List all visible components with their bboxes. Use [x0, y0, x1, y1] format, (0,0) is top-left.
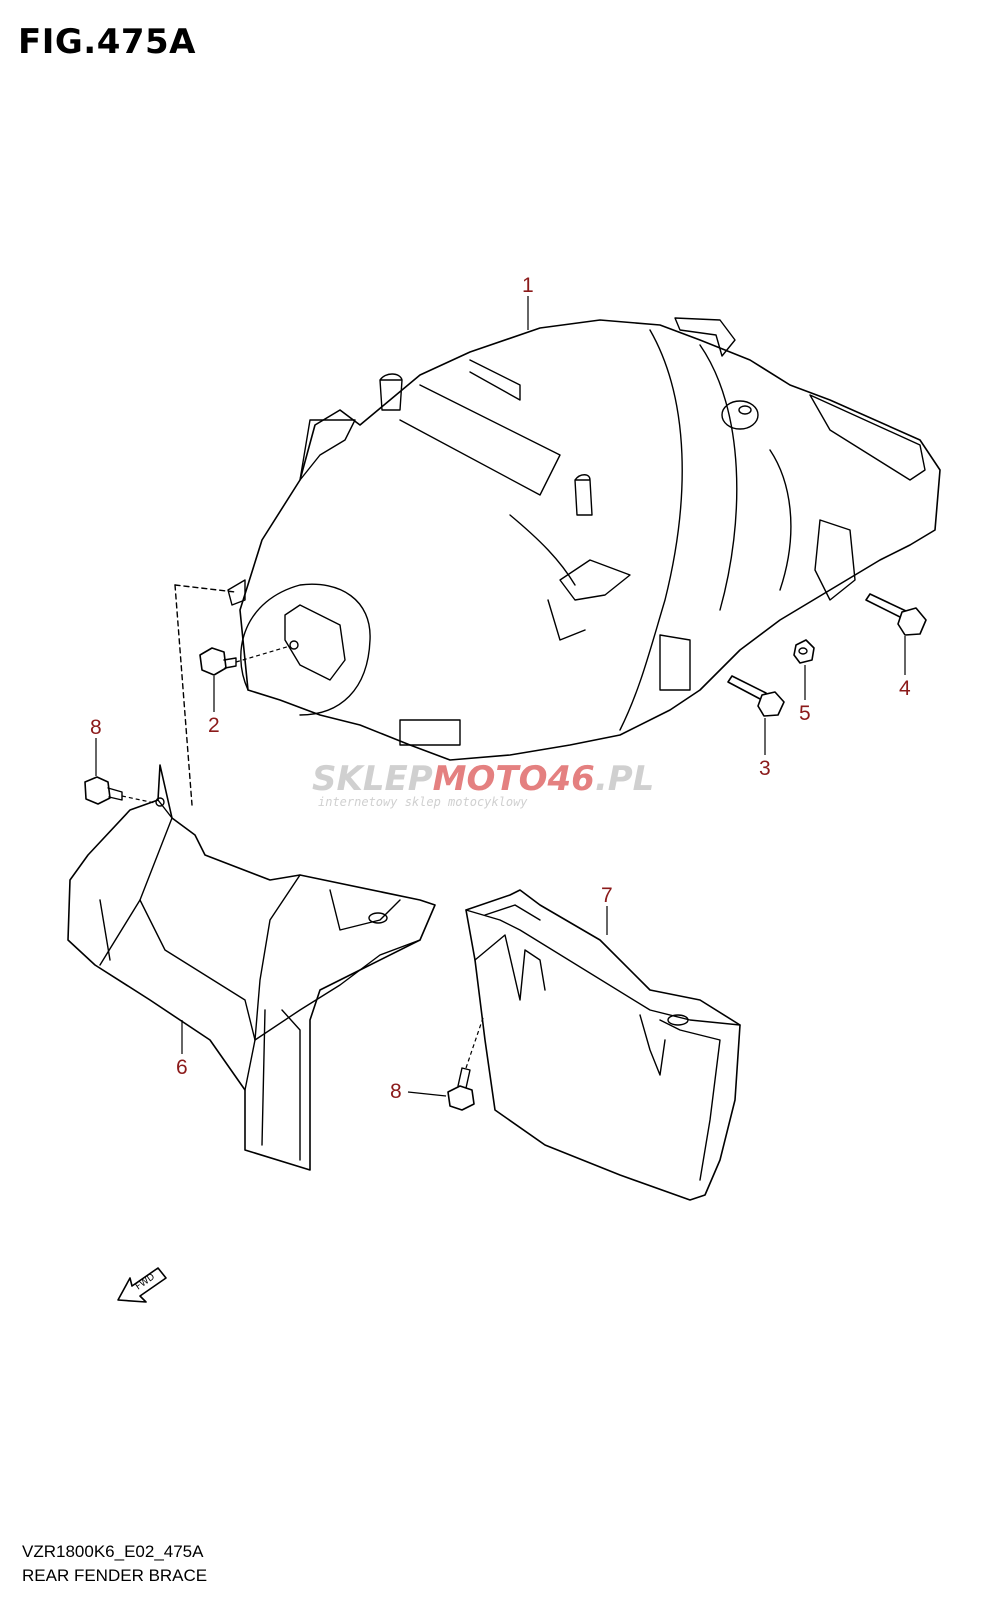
footer: VZR1800K6_E02_475A REAR FENDER BRACE: [22, 1540, 207, 1588]
bolt-part-8-lower[interactable]: [447, 1014, 485, 1111]
callout-1: 1: [522, 274, 534, 297]
figure-code: VZR1800K6_E02_475A: [22, 1542, 204, 1561]
callout-3: 3: [759, 757, 771, 780]
svg-text:SKLEPMOTO46.PL: SKLEPMOTO46.PL: [312, 759, 654, 799]
watermark: SKLEPMOTO46.PL internetowy sklep motocyk…: [312, 759, 654, 809]
callout-8-upper: 8: [90, 716, 102, 739]
bolt-part-2[interactable]: [199, 645, 291, 676]
nut-part-5[interactable]: [793, 639, 815, 664]
bolt-part-4[interactable]: [865, 593, 927, 636]
watermark-brand-left: SKLEP: [312, 759, 433, 799]
callout-4: 4: [899, 677, 911, 700]
bolt-part-8-upper[interactable]: [84, 776, 165, 807]
callout-6: 6: [176, 1056, 188, 1079]
watermark-brand-tld: .PL: [595, 759, 655, 799]
watermark-brand-num: 46: [547, 759, 595, 799]
callout-2: 2: [208, 714, 220, 737]
brace-left-part-6[interactable]: [67, 764, 436, 1171]
callout-8-lower: 8: [390, 1080, 402, 1103]
figure-caption: REAR FENDER BRACE: [22, 1566, 208, 1585]
watermark-tagline: internetowy sklep motocyklowy: [318, 795, 528, 809]
watermark-brand-mid: MOTO: [433, 759, 548, 799]
bolt-part-3[interactable]: [727, 675, 785, 717]
callout-5: 5: [799, 702, 811, 725]
rear-fender-part-1[interactable]: [227, 317, 941, 761]
callout-7: 7: [601, 884, 613, 907]
fwd-arrow-icon: FWD: [117, 1267, 167, 1303]
figure-title: FIG.475A: [18, 22, 196, 62]
brace-right-part-7[interactable]: [465, 889, 741, 1201]
